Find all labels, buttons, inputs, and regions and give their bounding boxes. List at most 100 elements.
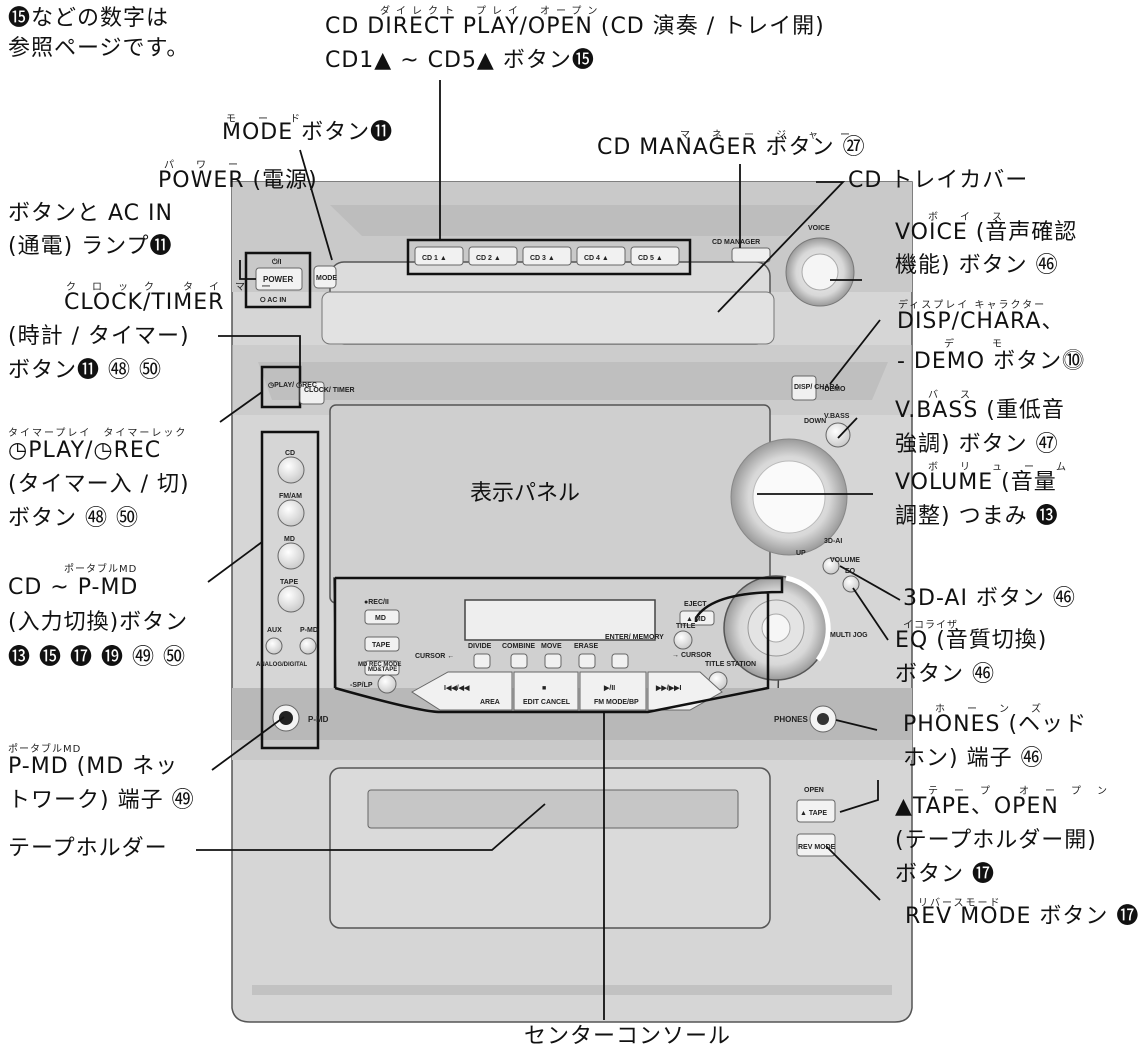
pmd-ruby: ポータブルMD <box>8 744 82 755</box>
rev-mode-label: REV MODE ボタン ⓱ <box>905 904 1140 929</box>
cd-direct-ruby: ダイレクト プレイ オープン <box>380 6 604 17</box>
cd-direct-label-2: CD1▲ ~ CD5▲ ボタン⓯ <box>325 48 595 73</box>
tape-rec-text: TAPE <box>372 642 390 649</box>
edit-cancel-text: EDIT CANCEL <box>523 699 571 706</box>
mode-button-text: MODE <box>316 275 337 282</box>
voice-label: VOICE (音声確認 機能) ボタン ㊻ <box>895 220 1078 278</box>
volume-text: VOLUME <box>830 557 860 564</box>
open-text: OPEN <box>804 787 824 794</box>
input-ruby: ポータブルMD <box>64 564 138 575</box>
md-rec-text: MD <box>375 615 386 622</box>
power-symbol: ⏻/I <box>272 258 281 266</box>
prev-text: I◀◀/◀◀ <box>444 685 470 692</box>
rev-mode-ruby: リバースモード <box>918 898 1002 909</box>
tape-open-ruby: テ ー プ オ ー プ ン <box>928 786 1110 797</box>
cd5-button-text: CD 5 ▲ <box>638 255 663 262</box>
power-button-text: POWER <box>263 275 293 284</box>
edit-key-1-text: COMBINE <box>502 643 535 650</box>
cd-tray-cover-label: CD トレイカバー <box>848 168 1029 193</box>
eq-label: EQ (音質切換) ボタン ㊻ <box>895 628 1048 687</box>
source-2-text: MD <box>284 536 295 543</box>
cursor-left-text: CURSOR ← <box>415 653 454 660</box>
cd1-button-text: CD 1 ▲ <box>422 255 447 262</box>
disp-ruby: ディスプレイ キャラクター <box>898 300 1047 311</box>
cd3-button <box>522 246 572 266</box>
title-station-text: TITLE STATION <box>705 661 756 668</box>
vbass-text: V.BASS <box>824 413 850 420</box>
tape-open-button-text: ▲ TAPE <box>800 810 827 817</box>
display-panel-text: 表示パネル <box>470 481 580 506</box>
rec-text: ●REC/II <box>364 599 389 606</box>
vbass-ruby: バ ス <box>928 390 976 401</box>
disp-chara-text: DISP/ CHARA <box>794 384 840 391</box>
voice-knob-text: VOICE <box>808 225 830 232</box>
next-text: ▶▶/▶▶I <box>655 685 681 692</box>
source-3-text: TAPE <box>280 579 298 586</box>
timer-play-label: ◷PLAY/◷REC (タイマー入 / 切) ボタン ㊽ ㊿ <box>8 438 190 531</box>
volume-down-text: DOWN <box>804 418 826 425</box>
eq-text: EQ <box>845 568 856 575</box>
power-label: POWER (電源) ボタンと AC IN (通電) ランプ⓫ <box>8 168 318 259</box>
pmd-input-text: P-MD <box>300 627 318 634</box>
phones-jack-text: PHONES <box>774 715 808 724</box>
cd4-button <box>576 246 626 266</box>
voice-ruby: ボ イ ス <box>928 212 1008 223</box>
cd5-button <box>630 246 680 266</box>
play-symbol: ▶/II <box>603 685 615 692</box>
timer-play-ruby: タイマープレイ タイマーレック <box>8 428 188 439</box>
eject-md-text: ▲ MD <box>686 616 706 623</box>
edit-key-3-text: ERASE <box>574 643 598 650</box>
pmd-label: P-MD (MD ネッ トワーク) 端子 ㊾ <box>8 754 195 813</box>
demo-text: •DEMO <box>822 386 846 393</box>
cd2-button-text: CD 2 ▲ <box>476 255 501 262</box>
multi-jog-text: MULTI JOG <box>830 632 868 639</box>
rev-mode-button-text: REV MODE <box>798 844 836 851</box>
pmd-jack-text: P-MD <box>308 715 329 724</box>
md-rec-mode-text: MD REC MODE <box>358 662 401 668</box>
cd-direct-label: CD DIRECT PLAY/OPEN (CD 演奏 / トレイ開) <box>325 14 825 39</box>
power-ruby: パ ワ ー <box>164 160 244 171</box>
sp-lp-text: -SP/LP <box>350 682 373 689</box>
page-ref-note: ⓯などの数字は参照ページです。 <box>8 6 190 61</box>
cd-manager-ruby: マ ネ ー ジ ャ ー <box>680 130 856 141</box>
tape-holder-label: テープホルダー <box>8 836 168 861</box>
source-1-text: FM/AM <box>279 493 302 500</box>
mode-ruby: モ ー ド <box>226 114 306 125</box>
cd1-button <box>414 246 464 266</box>
aux-text: AUX <box>267 627 282 634</box>
area-text: AREA <box>480 699 500 706</box>
demo-ruby: デ モ <box>944 339 1008 350</box>
mode-label: MODE ボタン⓫ <box>222 120 394 145</box>
ac-in-lamp-text: ⭘ AC IN <box>260 296 286 304</box>
edit-key-4-text: ENTER/ MEMORY <box>605 634 664 641</box>
fm-mode-text: FM MODE/BP <box>594 699 639 706</box>
disp-label: DISP/CHARA、 - DEMO ボタン⓾ <box>897 309 1086 374</box>
source-0-text: CD <box>285 450 295 457</box>
center-console-label: センターコンソール <box>524 1024 732 1049</box>
analog-digital-text: ANALOG/DIGITAL <box>256 662 308 668</box>
title-text: TITLE <box>676 623 696 630</box>
cd4-button-text: CD 4 ▲ <box>584 255 609 262</box>
cd-manager-label: CD MANAGER ボタン ㉗ <box>597 135 866 160</box>
edit-key-0-text: DIVIDE <box>468 643 492 650</box>
md-tape-text: MD&TAPE <box>368 667 397 673</box>
clock-label: CLOCK/TIMER (時計 / タイマー) ボタン⓫ ㊽ ㊿ <box>8 290 225 383</box>
volume-ruby: ボ リ ュ ー ム <box>928 462 1072 473</box>
phones-ruby: ホ ー ン ズ <box>935 704 1047 715</box>
edit-key-2-text: MOVE <box>541 643 562 650</box>
3d-ai-text: 3D-AI <box>824 538 842 545</box>
eq-ruby: イコライザ <box>903 620 958 631</box>
timer-play-text: ◷PLAY/ ◷REC <box>268 382 317 389</box>
cursor-right-text: → CURSOR <box>672 652 711 659</box>
eject-text: EJECT <box>684 601 707 608</box>
cd3-button-text: CD 3 ▲ <box>530 255 555 262</box>
3d-ai-label: 3D-AI ボタン ㊻ <box>903 586 1076 611</box>
input-label: CD ~ P-MD (入力切換)ボタン ⓭ ⓯ ⓱ ⓳ ㊾ ㊿ <box>8 575 189 670</box>
tape-open-label: ▲TAPE、OPEN (テープホルダー開) ボタン ⓱ <box>895 794 1097 887</box>
clock-timer-text: CLOCK/ TIMER <box>304 387 355 394</box>
cd-manager-text: CD MANAGER <box>712 239 760 246</box>
clock-ruby: ク ロ ッ ク タ イ マ ー <box>66 282 274 293</box>
vbass-label: V.BASS (重低音 強調) ボタン ㊼ <box>895 398 1065 457</box>
stop-symbol: ■ <box>542 685 546 692</box>
